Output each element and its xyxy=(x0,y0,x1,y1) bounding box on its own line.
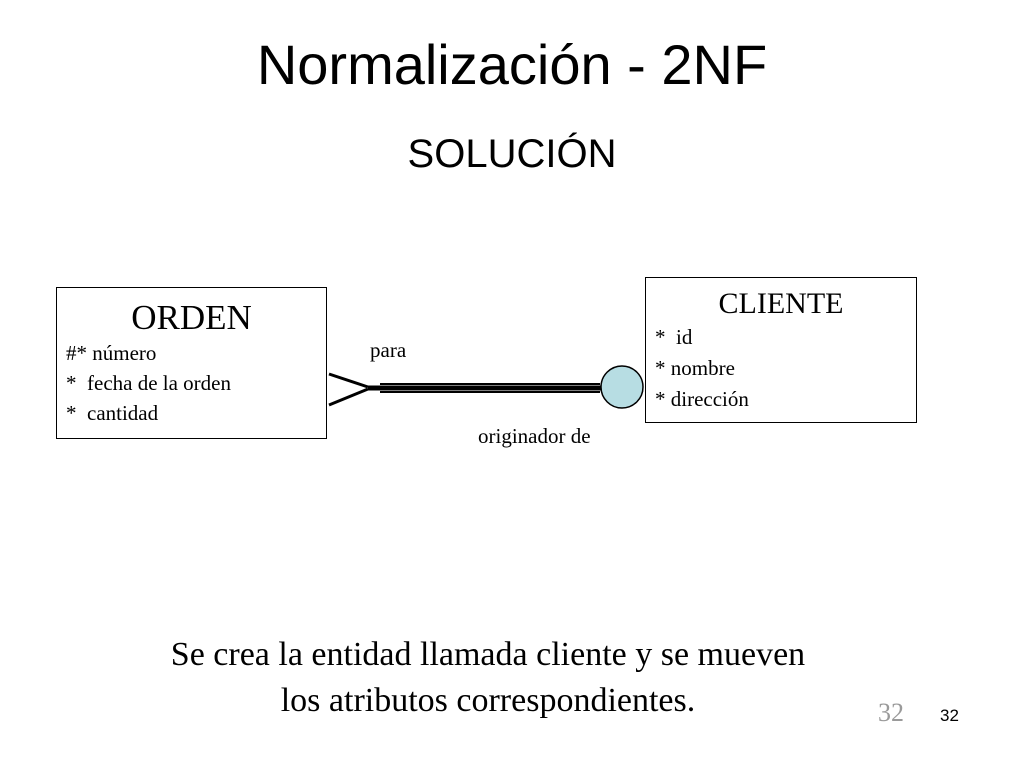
slide-subtitle: SOLUCIÓN xyxy=(407,132,617,176)
entity-cliente: CLIENTE * id * nombre * dirección xyxy=(645,277,917,423)
relationship-label-originador: originador de xyxy=(478,424,591,448)
relationship-label-para: para xyxy=(370,338,407,362)
slide-caption: Se crea la entidad llamada cliente y se … xyxy=(0,632,976,724)
entity-orden: ORDEN #* número * fecha de la orden * ca… xyxy=(56,287,327,439)
attribute-numero: #* número xyxy=(66,341,157,365)
slide-title: Normalización - 2NF xyxy=(256,33,768,96)
optional-circle-icon xyxy=(600,365,644,409)
caption-line-1: Se crea la entidad llamada cliente y se … xyxy=(170,636,806,673)
attribute-cantidad: * cantidad xyxy=(66,401,159,425)
attribute-nombre: * nombre xyxy=(655,356,735,380)
entity-cliente-name: CLIENTE xyxy=(718,287,844,320)
caption-line-2: los atributos correspondientes. xyxy=(280,682,696,719)
entity-orden-attributes: #* número * fecha de la orden * cantidad xyxy=(57,338,326,428)
footer-page-number: 32 xyxy=(878,698,904,727)
corner-page-number: 32 xyxy=(940,706,959,725)
entity-orden-name: ORDEN xyxy=(131,298,252,337)
crows-foot-icon xyxy=(328,372,369,407)
attribute-fecha-orden: * fecha de la orden xyxy=(66,371,231,395)
attribute-direccion: * dirección xyxy=(655,387,749,411)
entity-cliente-attributes: * id * nombre * dirección xyxy=(646,322,916,415)
attribute-id: * id xyxy=(655,325,693,349)
